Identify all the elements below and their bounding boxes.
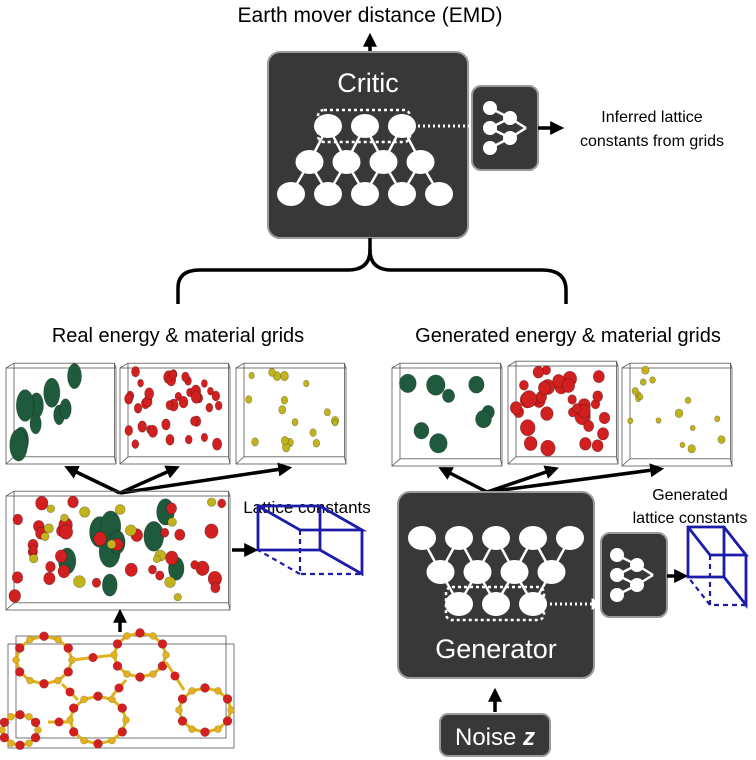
real-material-grid-yellow: [235, 362, 347, 465]
svg-text:Noise z: Noise z: [455, 724, 535, 751]
inferred-lattice-label-line2: constants from grids: [580, 133, 724, 150]
real-combined-grid: [5, 490, 231, 611]
critic-selection-dotted-box: [316, 108, 412, 144]
generated-lattice-label-line1: Generated: [652, 487, 728, 504]
lattice-constants-label: Lattice constants: [243, 498, 371, 517]
generated-material-grid-yellow: [621, 362, 733, 467]
generator-box: Generator: [397, 491, 595, 679]
real-fan-arrows: [64, 462, 293, 495]
inferred-lattice-label-line1: Inferred lattice: [601, 109, 702, 126]
critic-title: Critic: [337, 68, 399, 98]
generated-material-grid-red: [507, 360, 619, 465]
curly-brace: [176, 248, 568, 304]
real-material-grid-red: [119, 362, 231, 465]
noise-label: Noise: [455, 724, 516, 751]
generator-selection-dotted-box: [444, 585, 546, 622]
real-grids-title: Real energy & material grids: [52, 325, 304, 347]
noise-box: Noise z: [439, 713, 551, 757]
critic-network-icon: [277, 108, 453, 206]
critic-small-network-box: [471, 85, 539, 171]
generator-small-network-box: [600, 532, 668, 618]
generated-lattice-cube-icon: [686, 525, 749, 610]
real-lattice-cube-icon: [256, 504, 368, 577]
generated-energy-grid: [391, 362, 503, 467]
zeolite-structure: [0, 628, 235, 751]
generator-title: Generator: [435, 634, 557, 664]
critic-box: Critic: [267, 51, 469, 239]
real-energy-grid: [5, 362, 117, 465]
generated-fan-arrows: [438, 463, 665, 494]
generated-lattice-label-line2: lattice constants: [633, 510, 748, 527]
emd-label: Earth mover distance (EMD): [238, 4, 503, 27]
noise-variable: z: [522, 724, 535, 751]
generated-grids-title: Generated energy & material grids: [415, 325, 721, 347]
